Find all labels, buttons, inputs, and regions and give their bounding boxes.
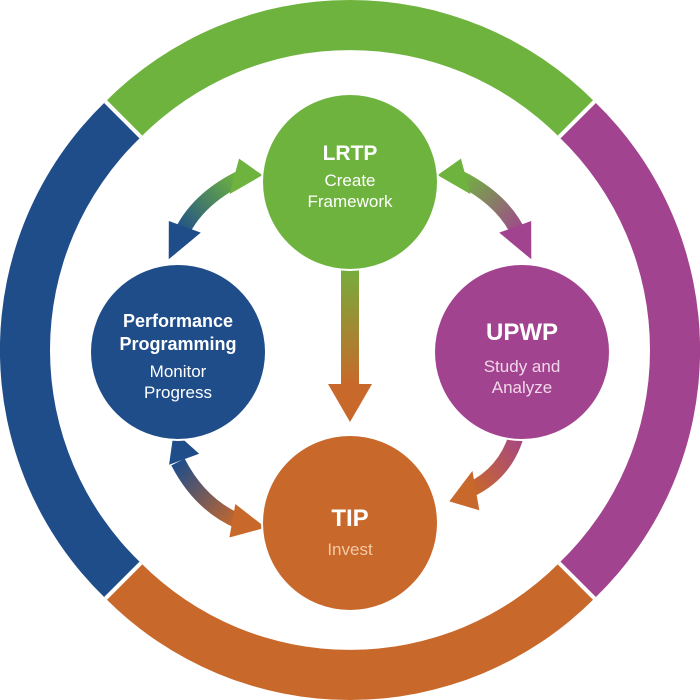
performance-title-line1: Performance <box>123 311 233 331</box>
lrtp-subtitle-line2: Framework <box>307 192 393 211</box>
node-tip: TIP Invest <box>261 434 439 612</box>
node-upwp: UPWP Study and Analyze <box>433 263 611 441</box>
ring-sector-top <box>105 0 595 137</box>
performance-title-line2: Programming <box>119 334 236 354</box>
arrow-lrtp-to-tip <box>328 258 372 422</box>
connector-arrows <box>168 158 532 538</box>
upwp-title: UPWP <box>486 319 558 346</box>
performance-subtitle-line2: Progress <box>144 383 212 402</box>
arrow-lrtp-upwp <box>437 158 532 260</box>
arrow-lrtp-perf <box>168 158 263 260</box>
performance-subtitle-line1: Monitor <box>150 362 207 381</box>
node-performance: Performance Programming Monitor Progress <box>89 263 267 441</box>
tip-title: TIP <box>331 505 368 532</box>
upwp-subtitle-line2: Analyze <box>492 378 552 397</box>
lrtp-subtitle-line1: Create <box>324 171 375 190</box>
ring-separators <box>104 100 596 600</box>
ring-sector-left <box>0 101 141 599</box>
lrtp-title: LRTP <box>323 142 378 165</box>
node-lrtp: LRTP Create Framework <box>261 93 439 271</box>
upwp-subtitle-line1: Study and <box>484 357 561 376</box>
ring-sector-bottom <box>105 563 595 700</box>
ring-sector-right <box>559 101 700 599</box>
tip-subtitle: Invest <box>327 540 373 559</box>
